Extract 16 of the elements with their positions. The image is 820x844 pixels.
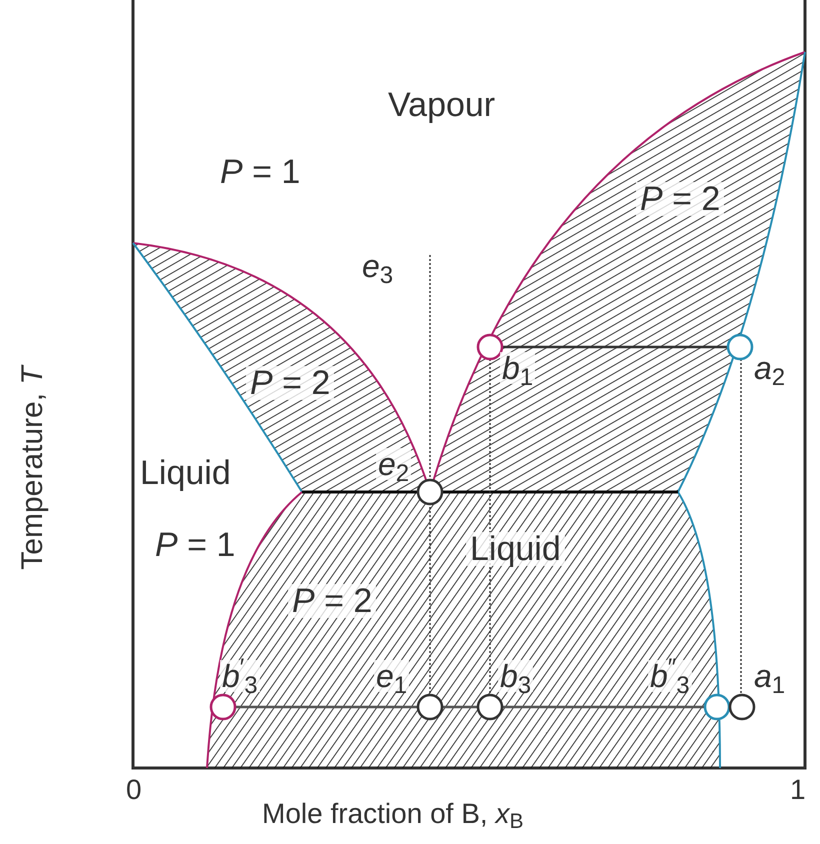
region-label: P = 1 — [155, 528, 236, 562]
point-label: e$_{1}$ — [374, 660, 410, 692]
region-label: Liquid — [466, 532, 565, 566]
tick-label: 1 — [790, 776, 806, 804]
region-label: P = 2 — [636, 182, 724, 216]
point-label: b$_{3}$ — [498, 660, 534, 692]
region-label: P = 2 — [288, 584, 376, 618]
point-label: b$_{1}$ — [500, 352, 536, 384]
tick-label: 0 — [126, 776, 142, 804]
region-label: Liquid — [140, 456, 231, 490]
axis-title: Temperature, T — [18, 364, 48, 572]
point-label: e$_{2}$ — [376, 448, 412, 480]
region-label: P = 2 — [246, 366, 334, 400]
axis-title: Mole fraction of B, x$_{B}$ — [262, 800, 524, 828]
region-label: Vapour — [388, 88, 496, 122]
region-label: P = 1 — [220, 155, 300, 189]
